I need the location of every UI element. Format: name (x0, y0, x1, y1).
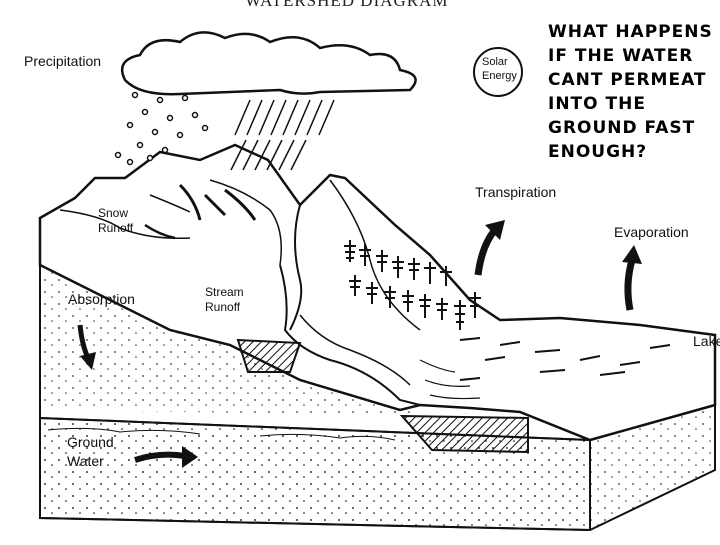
label-ground-water: Ground Water (67, 434, 114, 469)
transpiration-arrow (474, 220, 505, 276)
label-absorption: Absorption (68, 291, 135, 307)
label-lake: Lake (693, 333, 720, 349)
evaporation-arrow (622, 245, 642, 311)
label-stream-runoff: Stream Runoff (205, 285, 244, 314)
sun-circle (473, 47, 523, 97)
cloud (120, 31, 417, 96)
label-precipitation: Precipitation (24, 53, 102, 69)
ground-water-arrow (134, 446, 198, 468)
label-snow-runoff: Snow Runoff (98, 206, 134, 235)
label-evaporation: Evaporation (614, 224, 689, 240)
question-text: WHAT HAPPENS IF THE WATER CANT PERMEAT I… (548, 22, 713, 162)
hill-surface (38, 143, 717, 442)
forest (344, 240, 481, 330)
diagram-title: WATERSHED DIAGRAM (245, 0, 449, 10)
rainfall (230, 99, 335, 171)
bedrock-patches (236, 338, 529, 454)
label-solar-energy: Solar Energy (482, 56, 517, 82)
label-transpiration: Transpiration (475, 184, 557, 200)
absorption-arrow (77, 324, 96, 370)
snowfall (114, 91, 209, 166)
